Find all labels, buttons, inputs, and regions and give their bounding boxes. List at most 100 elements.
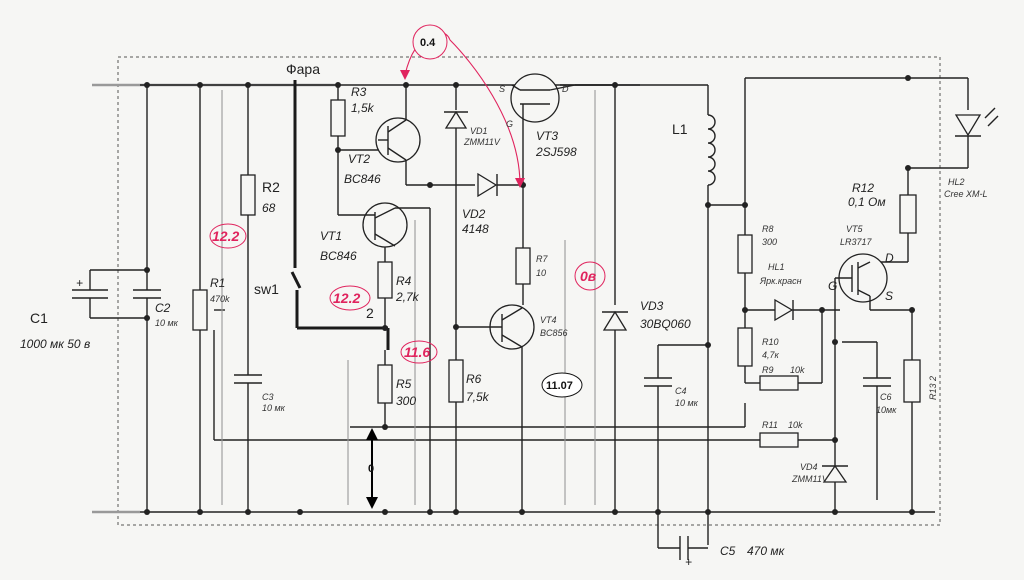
c1-plus: + <box>76 276 83 290</box>
vd2-value: 4148 <box>462 222 489 236</box>
r5-value: 300 <box>396 394 416 408</box>
voltage-122a: 12.2 <box>212 228 239 244</box>
vd4-zener <box>822 464 848 512</box>
r7-value: 10 <box>536 268 546 278</box>
vt1-transistor <box>338 202 431 512</box>
r11-label: R11 <box>762 420 778 430</box>
r10-resistor <box>737 327 753 383</box>
vt2-transistor <box>375 85 475 186</box>
r9-value: 10k <box>790 365 805 375</box>
hl2-label: HL2 <box>948 177 965 187</box>
hl1-value: Ярк.красн <box>759 276 802 286</box>
r9-label: R9 <box>762 365 774 375</box>
ring-122b <box>329 285 371 311</box>
fara-label: Фара <box>286 61 320 77</box>
vd3-label: VD3 <box>640 299 664 313</box>
r12-value: 0,1 Ом <box>848 195 886 209</box>
r4-resistor <box>377 261 393 328</box>
voltage-116: 11.6 <box>404 344 430 360</box>
c6-label: C6 <box>880 392 892 402</box>
c6-capacitor <box>842 341 891 500</box>
vd1-value: ZMM11V <box>463 137 501 147</box>
vd3-diode <box>602 85 628 512</box>
c5-plus: + <box>685 555 692 569</box>
r13-resistor <box>903 310 921 512</box>
r9-resistor <box>620 310 823 428</box>
voltage-122b: 12.2 <box>333 290 360 306</box>
c1-label: C1 <box>30 310 48 326</box>
c5-value: 470 мк <box>747 544 786 558</box>
vt2-label: VT2 <box>348 152 370 166</box>
r2-label: R2 <box>262 179 280 195</box>
c4-label: C4 <box>675 386 687 396</box>
c4-capacitor <box>644 344 708 512</box>
l1-label: L1 <box>672 121 688 137</box>
vt3-s-pin: S <box>499 84 505 94</box>
probe-annotation <box>400 24 525 188</box>
vd2-diode <box>477 172 523 198</box>
vd3-value: 30BQ060 <box>640 317 691 331</box>
r1-resistor <box>192 85 760 512</box>
vt1-label: VT1 <box>320 229 342 243</box>
r12-label: R12 <box>852 181 874 195</box>
r5-label: R5 <box>396 377 412 391</box>
voltage-top: 0.4 <box>420 37 436 49</box>
r6-resistor <box>448 359 464 512</box>
vt2-value: BC846 <box>344 172 381 186</box>
c5-label: C5 <box>720 544 736 558</box>
hl2-value: Cree XM-L <box>944 189 988 199</box>
r1-value: 470k <box>210 294 230 304</box>
vt4-transistor <box>456 304 535 512</box>
r10-label: R10 <box>762 337 779 347</box>
c3-value: 10 мк <box>262 403 286 413</box>
r2-resistor <box>240 85 256 375</box>
hl2-led <box>908 107 999 169</box>
voltage-1107: 11.07 <box>546 380 573 392</box>
c3-capacitor <box>234 374 262 512</box>
vd1-label: VD1 <box>470 126 488 136</box>
vt4-label: VT4 <box>540 315 557 325</box>
r1-label: R1 <box>210 276 225 290</box>
sw1-switch <box>290 80 390 350</box>
c2-label: C2 <box>155 301 171 315</box>
vd4-value: ZMM11V <box>791 474 829 484</box>
r10-value: 4,7к <box>762 350 780 360</box>
r4-label: R4 <box>396 274 412 288</box>
c4-value: 10 мк <box>675 398 699 408</box>
c1-value: 1000 мк 50 в <box>20 337 90 351</box>
c2-value: 10 мк <box>155 318 179 328</box>
c6-value: 10мк <box>876 405 897 415</box>
hl1-label: HL1 <box>768 262 785 272</box>
r6-label: R6 <box>466 372 482 386</box>
c1-capacitor <box>72 269 147 319</box>
r7-label: R7 <box>536 254 548 264</box>
r6-value: 7,5k <box>466 390 490 404</box>
r13-label: R13 2 <box>928 376 938 400</box>
zero-arrow <box>366 428 378 509</box>
dashed-frame <box>117 56 941 526</box>
r12-resistor <box>870 168 917 263</box>
c3-label: C3 <box>262 392 274 402</box>
ring-0b <box>574 261 606 291</box>
voltage-0b: 0в <box>580 268 597 284</box>
vt4-value: BC856 <box>540 328 568 338</box>
vt1-value: BC846 <box>320 249 357 263</box>
c5-capacitor <box>657 512 708 560</box>
r7-resistor <box>515 247 531 305</box>
led-rail <box>744 77 969 235</box>
vt5-mosfet <box>834 253 912 470</box>
voltage-zero: 0 <box>368 463 374 475</box>
r3-value: 1,5k <box>351 101 375 115</box>
r8-value: 300 <box>762 237 777 247</box>
vt5-label: VT5 <box>846 224 864 234</box>
sw-pin-label: 2 <box>366 305 374 321</box>
sw1-label: sw1 <box>254 281 279 297</box>
ring-1107 <box>541 372 583 398</box>
l1-inductor <box>707 85 745 545</box>
vd2-label: VD2 <box>462 207 486 221</box>
vt3-d-pin: D <box>562 84 569 94</box>
r4-value: 2,7k <box>395 290 420 304</box>
vt3-mosfet <box>510 73 576 250</box>
